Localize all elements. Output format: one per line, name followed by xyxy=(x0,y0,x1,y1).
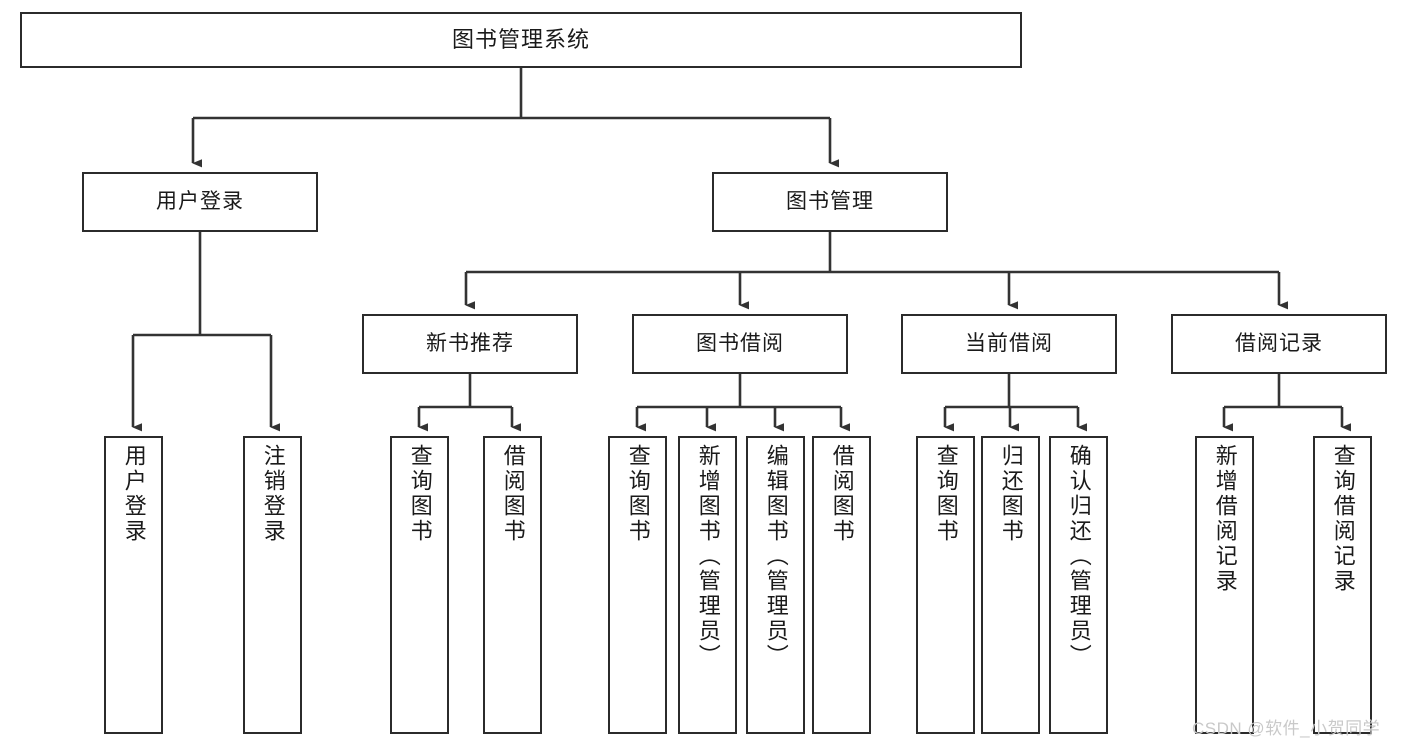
node-book-borrowing[interactable]: 图书借阅 xyxy=(632,314,848,374)
leaf-current-confirm-return-admin[interactable]: 确认归还（管理员） xyxy=(1049,436,1108,734)
leaf-borrow-borrow-book[interactable]: 借阅图书 xyxy=(812,436,871,734)
node-label: 借阅记录 xyxy=(1235,331,1323,355)
node-label: 用户登录 xyxy=(156,189,244,213)
node-label: 注销登录 xyxy=(260,444,286,544)
leaf-current-return-book[interactable]: 归还图书 xyxy=(981,436,1040,734)
leaf-borrow-edit-book-admin[interactable]: 编辑图书（管理员） xyxy=(746,436,805,734)
node-current-borrowing[interactable]: 当前借阅 xyxy=(901,314,1117,374)
node-label: 查询借阅记录 xyxy=(1330,444,1356,594)
leaf-borrow-add-book-admin[interactable]: 新增图书（管理员） xyxy=(678,436,737,734)
leaf-current-query-book[interactable]: 查询图书 xyxy=(916,436,975,734)
leaf-user-login-signin[interactable]: 用户登录 xyxy=(104,436,163,734)
node-book-management[interactable]: 图书管理 xyxy=(712,172,948,232)
node-label: 图书管理 xyxy=(786,189,874,213)
leaf-record-add-borrow-record[interactable]: 新增借阅记录 xyxy=(1195,436,1254,734)
node-label: 图书借阅 xyxy=(696,331,784,355)
node-label: 归还图书 xyxy=(998,444,1024,544)
leaf-borrow-query-book[interactable]: 查询图书 xyxy=(608,436,667,734)
node-borrowing-records[interactable]: 借阅记录 xyxy=(1171,314,1387,374)
node-label: 查询图书 xyxy=(625,444,651,544)
node-label: 借阅图书 xyxy=(500,444,526,544)
node-user-login[interactable]: 用户登录 xyxy=(82,172,318,232)
node-new-book-recommendation[interactable]: 新书推荐 xyxy=(362,314,578,374)
node-label: 查询图书 xyxy=(407,444,433,544)
node-label: 新书推荐 xyxy=(426,331,514,355)
leaf-new-book-query[interactable]: 查询图书 xyxy=(390,436,449,734)
node-label: 用户登录 xyxy=(121,444,147,544)
csdn-watermark: CSDN @软件_小贺同学 xyxy=(1192,719,1381,738)
leaf-new-book-borrow[interactable]: 借阅图书 xyxy=(483,436,542,734)
node-root-book-management-system[interactable]: 图书管理系统 xyxy=(20,12,1022,68)
node-label: 确认归还（管理员） xyxy=(1066,444,1092,669)
node-label: 查询图书 xyxy=(933,444,959,544)
leaf-user-login-logout[interactable]: 注销登录 xyxy=(243,436,302,734)
node-label: 当前借阅 xyxy=(965,331,1053,355)
node-label: 图书管理系统 xyxy=(451,27,590,53)
node-label: 编辑图书（管理员） xyxy=(763,444,789,669)
node-label: 新增图书（管理员） xyxy=(695,444,721,669)
leaf-record-query-borrow-record[interactable]: 查询借阅记录 xyxy=(1313,436,1372,734)
node-label: 新增借阅记录 xyxy=(1212,444,1238,594)
node-label: 借阅图书 xyxy=(829,444,855,544)
